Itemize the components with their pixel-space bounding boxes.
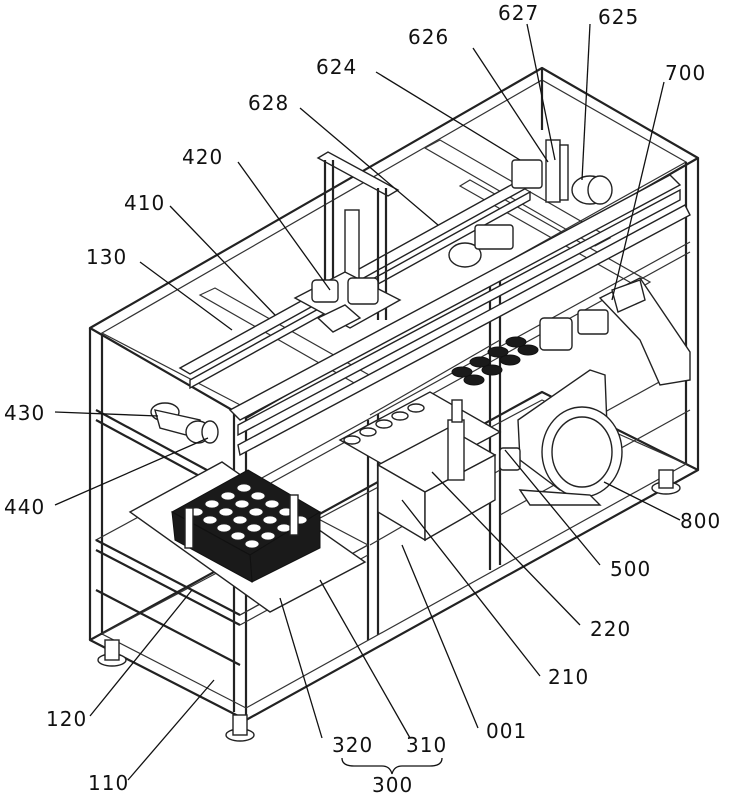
label-500: 500 xyxy=(610,557,651,581)
label-130: 130 xyxy=(86,245,127,269)
label-110: 110 xyxy=(88,771,129,795)
label-220: 220 xyxy=(590,617,631,641)
label-430: 430 xyxy=(4,401,45,425)
label-626: 626 xyxy=(408,25,449,49)
label-625: 625 xyxy=(598,5,639,29)
label-420: 420 xyxy=(182,145,223,169)
label-300: 300 xyxy=(372,773,413,797)
motor xyxy=(500,370,622,505)
label-700: 700 xyxy=(665,61,706,85)
right-bracket-unit xyxy=(540,278,690,385)
tray-plate xyxy=(130,462,365,612)
label-001: 001 xyxy=(486,719,527,743)
label-410: 410 xyxy=(124,191,165,215)
label-800: 800 xyxy=(680,509,721,533)
label-627: 627 xyxy=(498,1,539,25)
pusher-assembly xyxy=(151,403,218,443)
conveyor-magazine xyxy=(340,337,538,540)
label-628: 628 xyxy=(248,91,289,115)
label-310: 310 xyxy=(406,733,447,757)
label-210: 210 xyxy=(548,665,589,689)
label-120: 120 xyxy=(46,707,87,731)
label-624: 624 xyxy=(316,55,357,79)
label-320: 320 xyxy=(332,733,373,757)
label-440: 440 xyxy=(4,495,45,519)
